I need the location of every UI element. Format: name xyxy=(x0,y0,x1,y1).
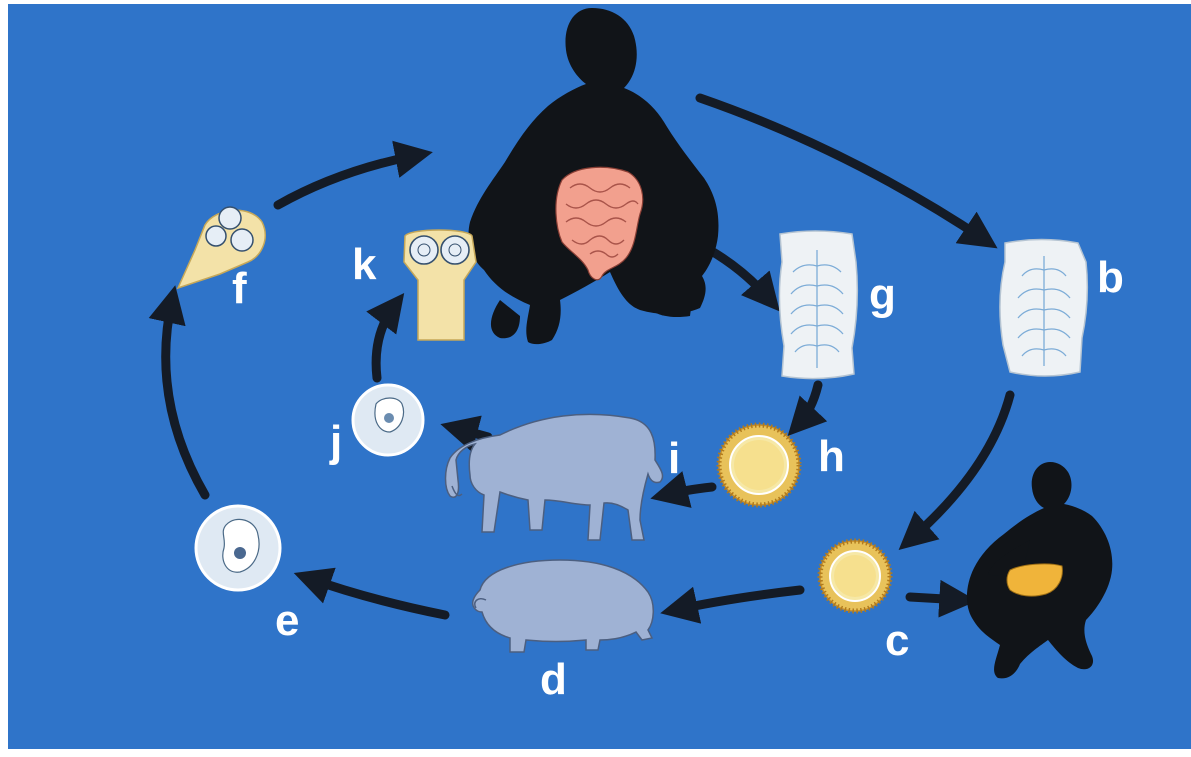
label-c: c xyxy=(885,616,909,665)
label-j: j xyxy=(329,417,342,466)
label-b: b xyxy=(1097,253,1124,302)
label-f: f xyxy=(232,264,247,313)
label-i: i xyxy=(668,434,680,483)
egg-h xyxy=(719,425,799,505)
proglottid-g xyxy=(779,231,857,379)
label-e: e xyxy=(275,596,299,645)
cyst-j xyxy=(353,385,423,455)
label-g: g xyxy=(869,270,896,319)
label-k: k xyxy=(352,240,377,289)
label-h: h xyxy=(818,432,845,481)
arrow-c-to-small-human xyxy=(910,597,962,600)
egg-c xyxy=(820,541,890,611)
proglottid-b xyxy=(1000,240,1087,377)
label-d: d xyxy=(540,655,567,704)
cyst-e xyxy=(196,506,280,590)
